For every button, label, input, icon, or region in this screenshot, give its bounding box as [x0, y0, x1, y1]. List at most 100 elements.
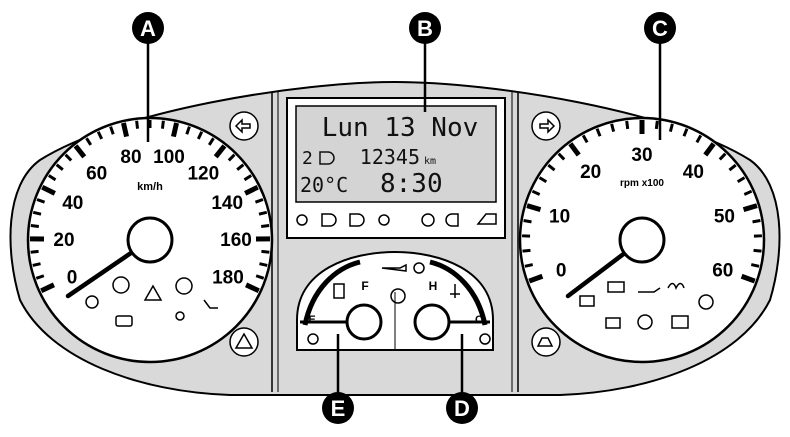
- dial-minor-tick: [207, 137, 215, 146]
- dial-label: 180: [212, 267, 244, 288]
- dial-label: 40: [62, 193, 83, 214]
- dial-label: 60: [712, 260, 733, 281]
- dial-minor-tick: [258, 210, 268, 216]
- front-fog-icon: [321, 213, 337, 227]
- dial-minor-tick: [260, 224, 270, 228]
- lower-gauges: F E H C: [296, 250, 494, 351]
- rear-fog-icon: [445, 213, 459, 227]
- dial-major-tick: [40, 282, 55, 293]
- hazard-indicator: [229, 327, 259, 357]
- callout-b-label: B: [417, 16, 433, 41]
- dial-major-tick: [244, 184, 259, 196]
- dial-minor-tick: [261, 249, 270, 254]
- dial-minor-tick: [227, 153, 236, 162]
- lower-indicator-lamp: [413, 262, 425, 274]
- dial-minor-tick: [728, 163, 737, 172]
- dial-minor-tick: [668, 123, 674, 133]
- dial-minor-tick: [259, 262, 268, 267]
- oil-pressure-icon: [638, 287, 661, 293]
- dial-major-tick: [568, 142, 581, 157]
- dial-minor-tick: [47, 174, 57, 182]
- tachometer-hub: [618, 216, 666, 264]
- dial-minor-tick: [753, 248, 762, 253]
- dial-label: 0: [67, 267, 78, 288]
- trailer-icon: [115, 315, 133, 327]
- lower-left-lamp: [307, 333, 319, 345]
- dial-major-tick: [41, 184, 56, 196]
- brake-pad-icon: [390, 288, 406, 304]
- dial-major-tick: [245, 282, 260, 293]
- dial-minor-tick: [32, 210, 42, 216]
- steering-wheel-icon: [175, 277, 193, 295]
- left-arrow-icon: [234, 118, 251, 134]
- tachometer-warning-icons: [579, 281, 714, 330]
- glow-plug-icon: [667, 282, 685, 290]
- dial-label: 20: [53, 230, 74, 251]
- dial-minor-tick: [557, 152, 566, 161]
- speedometer-hub: [126, 216, 174, 264]
- dial-label: 10: [549, 206, 570, 227]
- speedometer-warning-icons: [85, 276, 218, 327]
- display-odometer-unit: km: [424, 156, 436, 167]
- dial-minor-tick: [96, 131, 104, 140]
- speedometer-ticks: [29, 120, 271, 293]
- right-turn-indicator: [531, 111, 561, 141]
- callout-e-marker: [322, 392, 354, 424]
- dial-minor-tick: [55, 163, 64, 171]
- dial-label: 0: [556, 260, 567, 281]
- dial-minor-tick: [538, 176, 548, 184]
- dial-minor-tick: [524, 263, 534, 268]
- callout-a-marker: [132, 12, 164, 44]
- dial-minor-tick: [30, 249, 39, 254]
- display-time: 8:30: [380, 169, 443, 199]
- water-in-fuel-icon: [671, 315, 689, 329]
- high-beam-icon: [349, 213, 365, 227]
- dial-minor-tick: [32, 262, 41, 267]
- dial-minor-tick: [254, 198, 264, 204]
- speedometer-unit: km/h: [137, 181, 163, 193]
- trip-reset-icon: [536, 337, 554, 347]
- tachometer-ticks: [522, 120, 762, 284]
- dial-minor-tick: [718, 152, 727, 161]
- display-indicator-row: [296, 213, 497, 227]
- dial-minor-tick: [743, 189, 753, 196]
- dial-major-tick: [171, 122, 179, 138]
- dial-major-tick: [703, 142, 716, 157]
- hazard-icon: [234, 332, 254, 349]
- dial-minor-tick: [185, 126, 191, 135]
- fuel-pump-icon: [333, 283, 345, 299]
- coolant-temp-icon: [450, 284, 460, 298]
- service-icon: [698, 294, 714, 310]
- dial-minor-tick: [595, 128, 602, 137]
- dial-minor-tick: [736, 176, 746, 184]
- dial-label: 50: [714, 206, 735, 227]
- airbag-icon: [175, 311, 185, 321]
- trip-reset-button: [531, 327, 561, 357]
- fuel-gauge-hub: [345, 303, 383, 341]
- brake-warning-icon: [637, 314, 653, 330]
- dial-major-tick: [73, 144, 87, 159]
- callout-d-label: D: [454, 396, 470, 421]
- seatbelt-icon: [296, 214, 308, 226]
- right-arrow-icon: [539, 118, 556, 134]
- dial-minor-tick: [196, 131, 204, 140]
- headlight-level-icon: [319, 151, 335, 165]
- dial-major-tick: [526, 203, 542, 212]
- callout-c-label: C: [652, 16, 668, 41]
- callout-a-label: A: [140, 16, 156, 41]
- callouts: A B C D E: [132, 12, 676, 424]
- side-lights-icon: [378, 214, 390, 226]
- lower-right-lamp: [479, 333, 491, 345]
- lcd-screen: [295, 105, 497, 203]
- dial-label: 30: [631, 145, 652, 166]
- door-open-icon: [476, 213, 497, 225]
- callout-c-marker: [644, 12, 676, 44]
- dial-minor-tick: [64, 153, 73, 162]
- dial-minor-tick: [654, 120, 659, 130]
- display-temperature: 20°C: [300, 173, 348, 197]
- tyre-pressure-icon: [85, 295, 99, 309]
